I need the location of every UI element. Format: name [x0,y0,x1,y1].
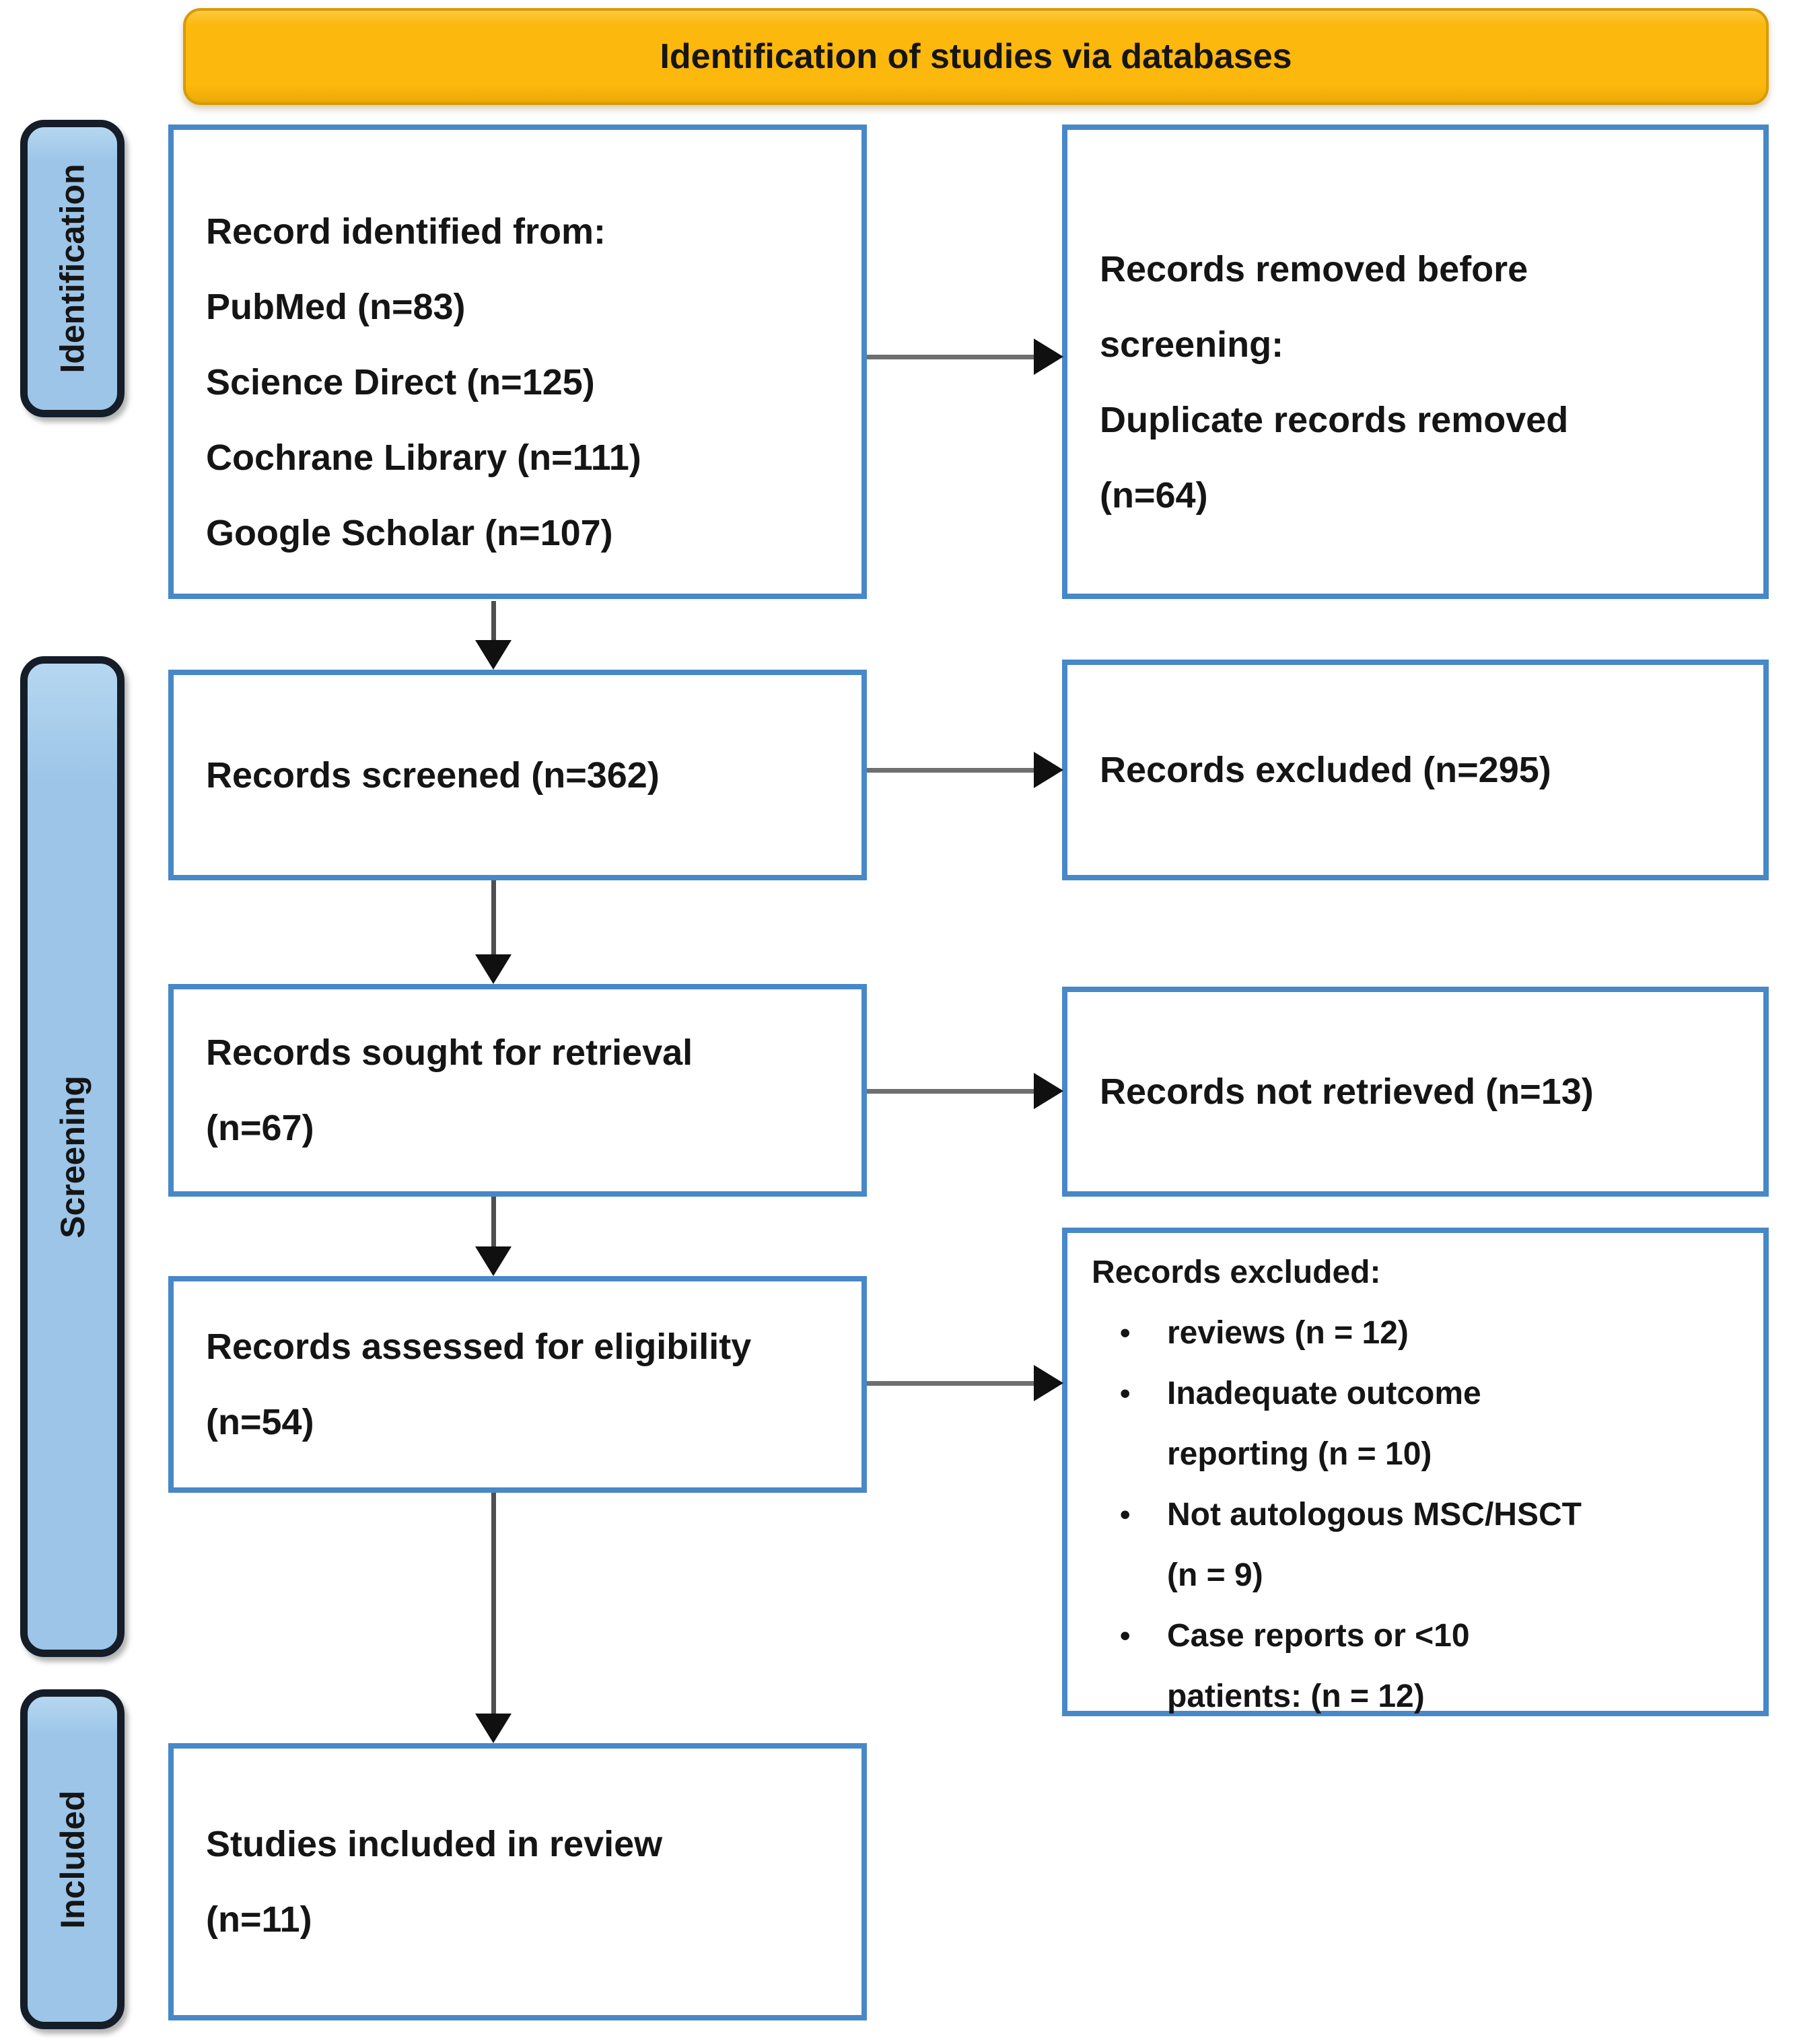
arrow-sought-to-not-retrieved-head [1034,1073,1063,1109]
source-pubmed: PubMed (n=83) [206,286,466,327]
reason-line: reporting (n = 10) [1167,1436,1432,1472]
box-studies-included-line1: Studies included in review [206,1824,663,1864]
stage-included: Included [20,1689,125,2029]
bullet-marker: • [1120,1498,1131,1531]
arrow-screened-to-excluded-head [1034,752,1063,788]
reason-line: Inadequate outcome [1167,1376,1481,1411]
box-records-assessed: Records assessed for eligibility (n=54) [168,1276,867,1493]
arrow-screened-to-sought-head [475,954,512,984]
box-records-screened: Records screened (n=362) [168,670,867,880]
box-records-removed-line1: Records removed before [1100,248,1528,289]
reason-line: patients: (n = 12) [1167,1679,1425,1714]
arrow-assessed-to-reasons-head [1034,1365,1063,1401]
box-records-removed: Records removed before screening: Duplic… [1062,125,1769,599]
box-excluded-reasons: Records excluded: • reviews (n = 12) • I… [1062,1228,1769,1716]
header-title: Identification of studies via databases [660,37,1292,76]
bullet-marker: • [1120,1619,1131,1652]
bullet-marker: • [1120,1316,1131,1349]
box-records-identified: Record identified from: PubMed (n=83) Sc… [168,125,867,599]
excluded-reasons-list: • reviews (n = 12) • Inadequate outcome … [1092,1303,1750,1727]
box-records-excluded-label: Records excluded (n=295) [1100,750,1551,790]
box-records-excluded: Records excluded (n=295) [1062,660,1769,880]
box-studies-included-line2: (n=11) [206,1899,312,1940]
arrow-identified-to-removed-head [1034,339,1063,375]
box-records-not-retrieved: Records not retrieved (n=13) [1062,987,1769,1197]
stage-identification-label: Identification [53,164,92,374]
arrow-assessed-to-included-line [491,1493,496,1716]
source-google-scholar: Google Scholar (n=107) [206,512,613,553]
source-science-direct: Science Direct (n=125) [206,361,595,402]
stage-screening: Screening [20,656,125,1657]
bullet-marker: • [1120,1377,1131,1410]
box-records-removed-line3: Duplicate records removed [1100,399,1569,440]
reason-item-inadequate-outcome: • Inadequate outcome reporting (n = 10) [1092,1364,1750,1485]
box-records-sought-line2: (n=67) [206,1108,314,1148]
box-records-assessed-line2: (n=54) [206,1402,314,1442]
box-records-assessed-line1: Records assessed for eligibility [206,1327,752,1367]
box-records-removed-line4: (n=64) [1100,474,1208,516]
reason-item-not-autologous: • Not autologous MSC/HSCT (n = 9) [1092,1485,1750,1606]
box-records-not-retrieved-label: Records not retrieved (n=13) [1100,1071,1594,1112]
reason-line: Case reports or <10 [1167,1618,1470,1654]
box-records-screened-label: Records screened (n=362) [206,754,660,796]
reason-line: Not autologous MSC/HSCT [1167,1497,1582,1532]
reason-line: (n = 9) [1167,1557,1263,1593]
box-records-sought-line1: Records sought for retrieval [206,1032,693,1073]
arrow-assessed-to-reasons-line [867,1381,1036,1386]
arrow-sought-to-assessed-head [475,1246,512,1276]
arrow-sought-to-assessed-line [491,1197,496,1250]
box-excluded-reasons-title: Records excluded: [1092,1255,1381,1290]
reason-item-case-reports: • Case reports or <10 patients: (n = 12) [1092,1606,1750,1727]
arrow-identified-to-screened-line [491,601,496,644]
reason-item-reviews: • reviews (n = 12) [1092,1303,1750,1364]
reason-line: reviews (n = 12) [1167,1315,1409,1351]
arrow-sought-to-not-retrieved-line [867,1089,1036,1094]
arrow-identified-to-screened-head [475,640,512,670]
box-records-identified-title: Record identified from: [206,211,606,252]
arrow-assessed-to-included-head [475,1714,512,1743]
source-cochrane-library: Cochrane Library (n=111) [206,437,641,478]
stage-screening-label: Screening [53,1075,92,1238]
stage-identification: Identification [20,120,125,417]
arrow-identified-to-removed-line [867,355,1036,359]
box-studies-included: Studies included in review (n=11) [168,1743,867,2020]
header-banner: Identification of studies via databases [183,8,1769,105]
box-records-removed-line2: screening: [1100,324,1284,365]
arrow-screened-to-excluded-line [867,768,1036,773]
arrow-screened-to-sought-line [491,880,496,957]
stage-included-label: Included [53,1790,92,1929]
box-records-sought: Records sought for retrieval (n=67) [168,984,867,1197]
